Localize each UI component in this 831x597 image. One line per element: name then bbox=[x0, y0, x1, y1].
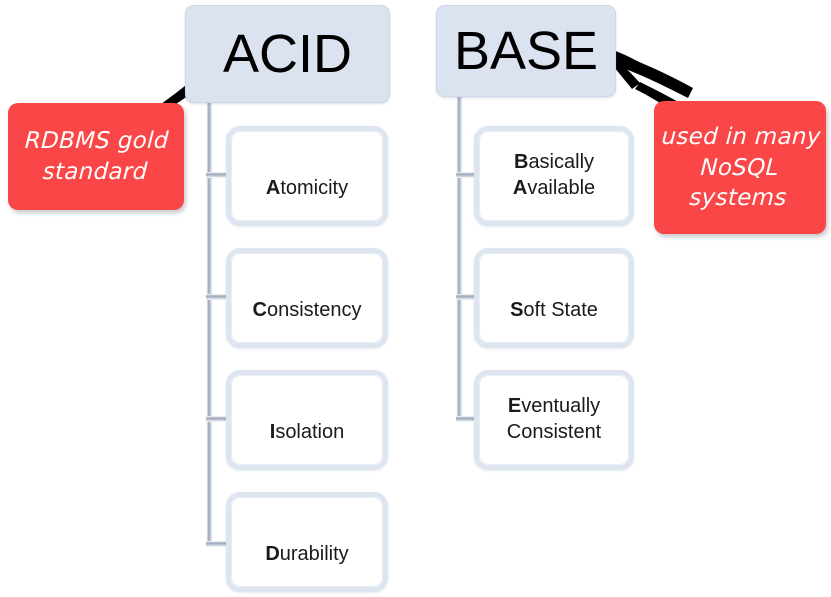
base-trunk bbox=[456, 97, 463, 422]
leaf-rest-available: vailable bbox=[527, 177, 596, 199]
leaf-box-isolation[interactable]: Isolation bbox=[226, 370, 388, 470]
root-label-base: BASE bbox=[453, 21, 599, 81]
leaf-inner-isolation: Isolation bbox=[231, 375, 383, 465]
leaf-lead-available: A bbox=[512, 177, 528, 199]
leaf-inner-soft-state: Soft State bbox=[479, 253, 629, 343]
callout-base-text: used in many NoSQL systems bbox=[661, 123, 822, 211]
leaf-inner-consistency: Consistency bbox=[231, 253, 383, 343]
leaf-inner-durability: Durability bbox=[231, 497, 383, 587]
leaf-label-isolation: Isolation bbox=[270, 394, 345, 445]
leaf-lead-basically: B bbox=[513, 151, 529, 174]
leaf-box-soft-state[interactable]: Soft State bbox=[474, 248, 634, 348]
leaf-lead-durability: D bbox=[265, 543, 280, 565]
leaf-lead-consistency: C bbox=[252, 299, 267, 321]
acid-branch-isolation bbox=[206, 416, 228, 422]
acid-branch-durability bbox=[206, 541, 228, 547]
leaf-box-consistency[interactable]: Consistency bbox=[226, 248, 388, 348]
leaf-box-atomicity[interactable]: Atomicity bbox=[226, 126, 388, 226]
leaf-box-durability[interactable]: Durability bbox=[226, 492, 388, 592]
acid-branch-atomicity bbox=[206, 172, 228, 178]
leaf-lead-isolation: I bbox=[269, 421, 276, 443]
leaf-label-consistency: Consistency bbox=[253, 272, 362, 323]
leaf-rest-eventually: ventually bbox=[521, 395, 601, 418]
acid-branch-consistency bbox=[206, 294, 228, 300]
leaf-rest-soft-state: oft State bbox=[523, 299, 598, 321]
callout-acid-text: RDBMS gold standard bbox=[24, 127, 170, 185]
root-box-acid[interactable]: ACID bbox=[185, 5, 390, 103]
leaf-label-durability: Durability bbox=[265, 516, 348, 567]
leaf-label-atomicity: Atomicity bbox=[266, 150, 348, 201]
leaf-label-soft-state: Soft State bbox=[510, 272, 598, 323]
leaf-inner-atomicity: Atomicity bbox=[231, 131, 383, 221]
acid-connector-group bbox=[206, 103, 228, 547]
leaf-rest-durability: urability bbox=[279, 543, 349, 565]
acid-trunk bbox=[206, 103, 213, 547]
callout-acid[interactable]: RDBMS gold standard bbox=[8, 103, 184, 210]
leaf-rest-isolation: solation bbox=[275, 421, 345, 443]
leaf-rest-consistent: Consistent bbox=[506, 421, 602, 443]
callout-base[interactable]: used in many NoSQL systems bbox=[654, 101, 826, 234]
leaf-rest-basically: asically bbox=[528, 151, 595, 174]
leaf-rest-atomicity: tomicity bbox=[280, 177, 349, 199]
leaf-rest-consistency: onsistency bbox=[266, 299, 362, 321]
root-box-base[interactable]: BASE bbox=[436, 5, 616, 97]
leaf-lead-soft-state: S bbox=[510, 299, 524, 321]
leaf-lead-eventually: E bbox=[507, 395, 522, 418]
root-label-acid: ACID bbox=[222, 24, 352, 84]
leaf-lead-atomicity: A bbox=[265, 177, 281, 199]
